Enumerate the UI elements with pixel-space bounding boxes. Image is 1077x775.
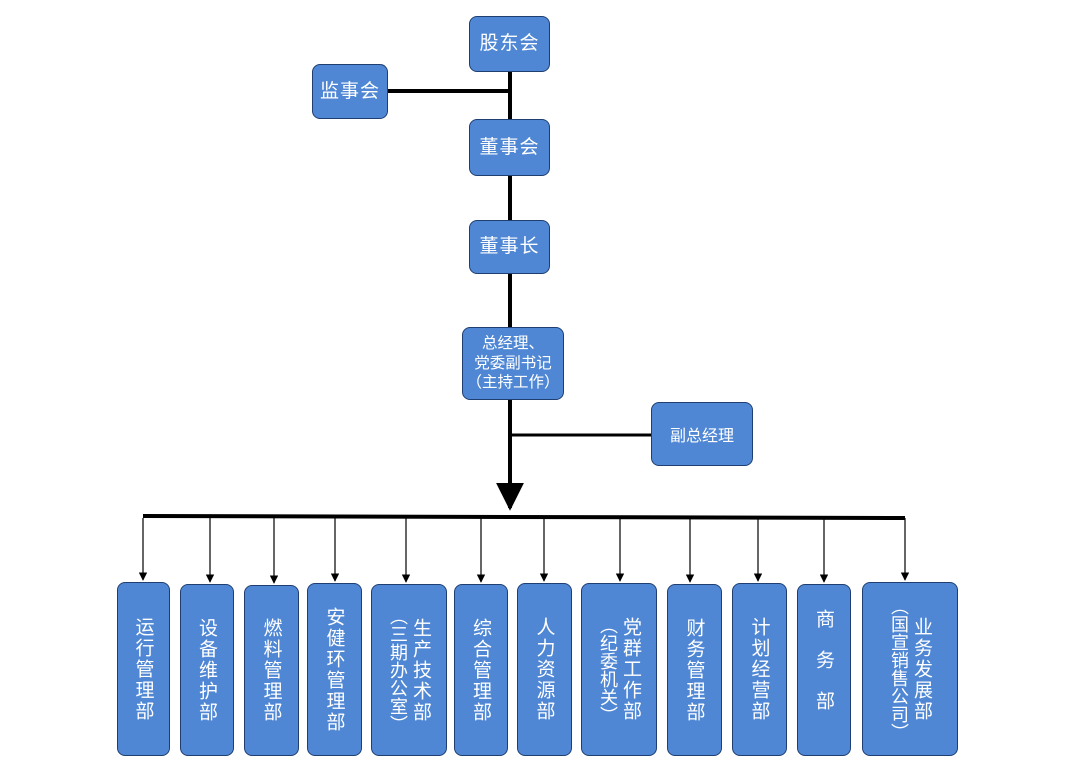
supervisors-box: 监事会 bbox=[312, 64, 388, 119]
dept-sublabel: （纪委机关） bbox=[597, 615, 618, 724]
general-manager-box: 总经理、 党委副书记 （主持工作） bbox=[462, 327, 564, 400]
dept-label: 计划经营部 bbox=[748, 617, 771, 722]
dept-label: 人力资源部 bbox=[533, 617, 556, 722]
shareholders-label: 股东会 bbox=[479, 32, 540, 55]
dept-business-development: 业务发展部 （国宣销售公司） bbox=[862, 582, 958, 756]
dept-sublabel: （三期办公室） bbox=[387, 607, 408, 733]
dept-label: 财务管理部 bbox=[683, 617, 706, 723]
shareholders-box: 股东会 bbox=[469, 16, 550, 72]
gm-line-1: 总经理、 bbox=[481, 334, 544, 353]
dept-label: 党群工作部 bbox=[620, 617, 642, 722]
dept-equipment-maintenance: 设备维护部 bbox=[180, 584, 234, 756]
dept-label: 业务发展部 bbox=[911, 616, 933, 722]
dept-label: 安健环管理部 bbox=[323, 606, 346, 733]
dept-planning-operations: 计划经营部 bbox=[732, 583, 787, 756]
dept-sublabel: （国宣销售公司） bbox=[888, 597, 909, 741]
chairman-box: 董事长 bbox=[469, 220, 550, 274]
gm-line-3: （主持工作） bbox=[466, 373, 560, 392]
dept-label: 商务部 bbox=[813, 608, 835, 732]
department-bus bbox=[142, 514, 906, 520]
deputy-gm-label: 副总经理 bbox=[669, 426, 734, 445]
dept-label: 设备维护部 bbox=[196, 617, 218, 723]
dept-commerce: 商务部 bbox=[797, 584, 851, 756]
dept-finance-management: 财务管理部 bbox=[667, 584, 722, 756]
dept-label: 综合管理部 bbox=[470, 617, 492, 723]
deputy-gm-box: 副总经理 bbox=[651, 402, 753, 466]
dept-human-resources: 人力资源部 bbox=[517, 583, 572, 756]
dept-label: 运行管理部 bbox=[132, 616, 155, 722]
supervisors-label: 监事会 bbox=[319, 79, 380, 102]
dept-general-management: 综合管理部 bbox=[454, 584, 508, 756]
dept-label: 生产技术部 bbox=[410, 617, 432, 723]
board-label: 董事会 bbox=[479, 135, 540, 158]
dept-operations: 运行管理部 bbox=[117, 582, 170, 756]
department-arrows bbox=[138, 518, 910, 584]
dept-fuel-management: 燃料管理部 bbox=[244, 585, 299, 756]
dept-hse-management: 安健环管理部 bbox=[307, 583, 362, 756]
dept-production-technology: 生产技术部 （三期办公室） bbox=[371, 584, 447, 756]
gm-line-2: 党委副书记 bbox=[474, 353, 552, 372]
chairman-label: 董事长 bbox=[479, 235, 540, 258]
board-box: 董事会 bbox=[469, 119, 550, 176]
dept-party-affairs: 党群工作部 （纪委机关） bbox=[581, 583, 657, 756]
dept-label: 燃料管理部 bbox=[260, 618, 283, 723]
